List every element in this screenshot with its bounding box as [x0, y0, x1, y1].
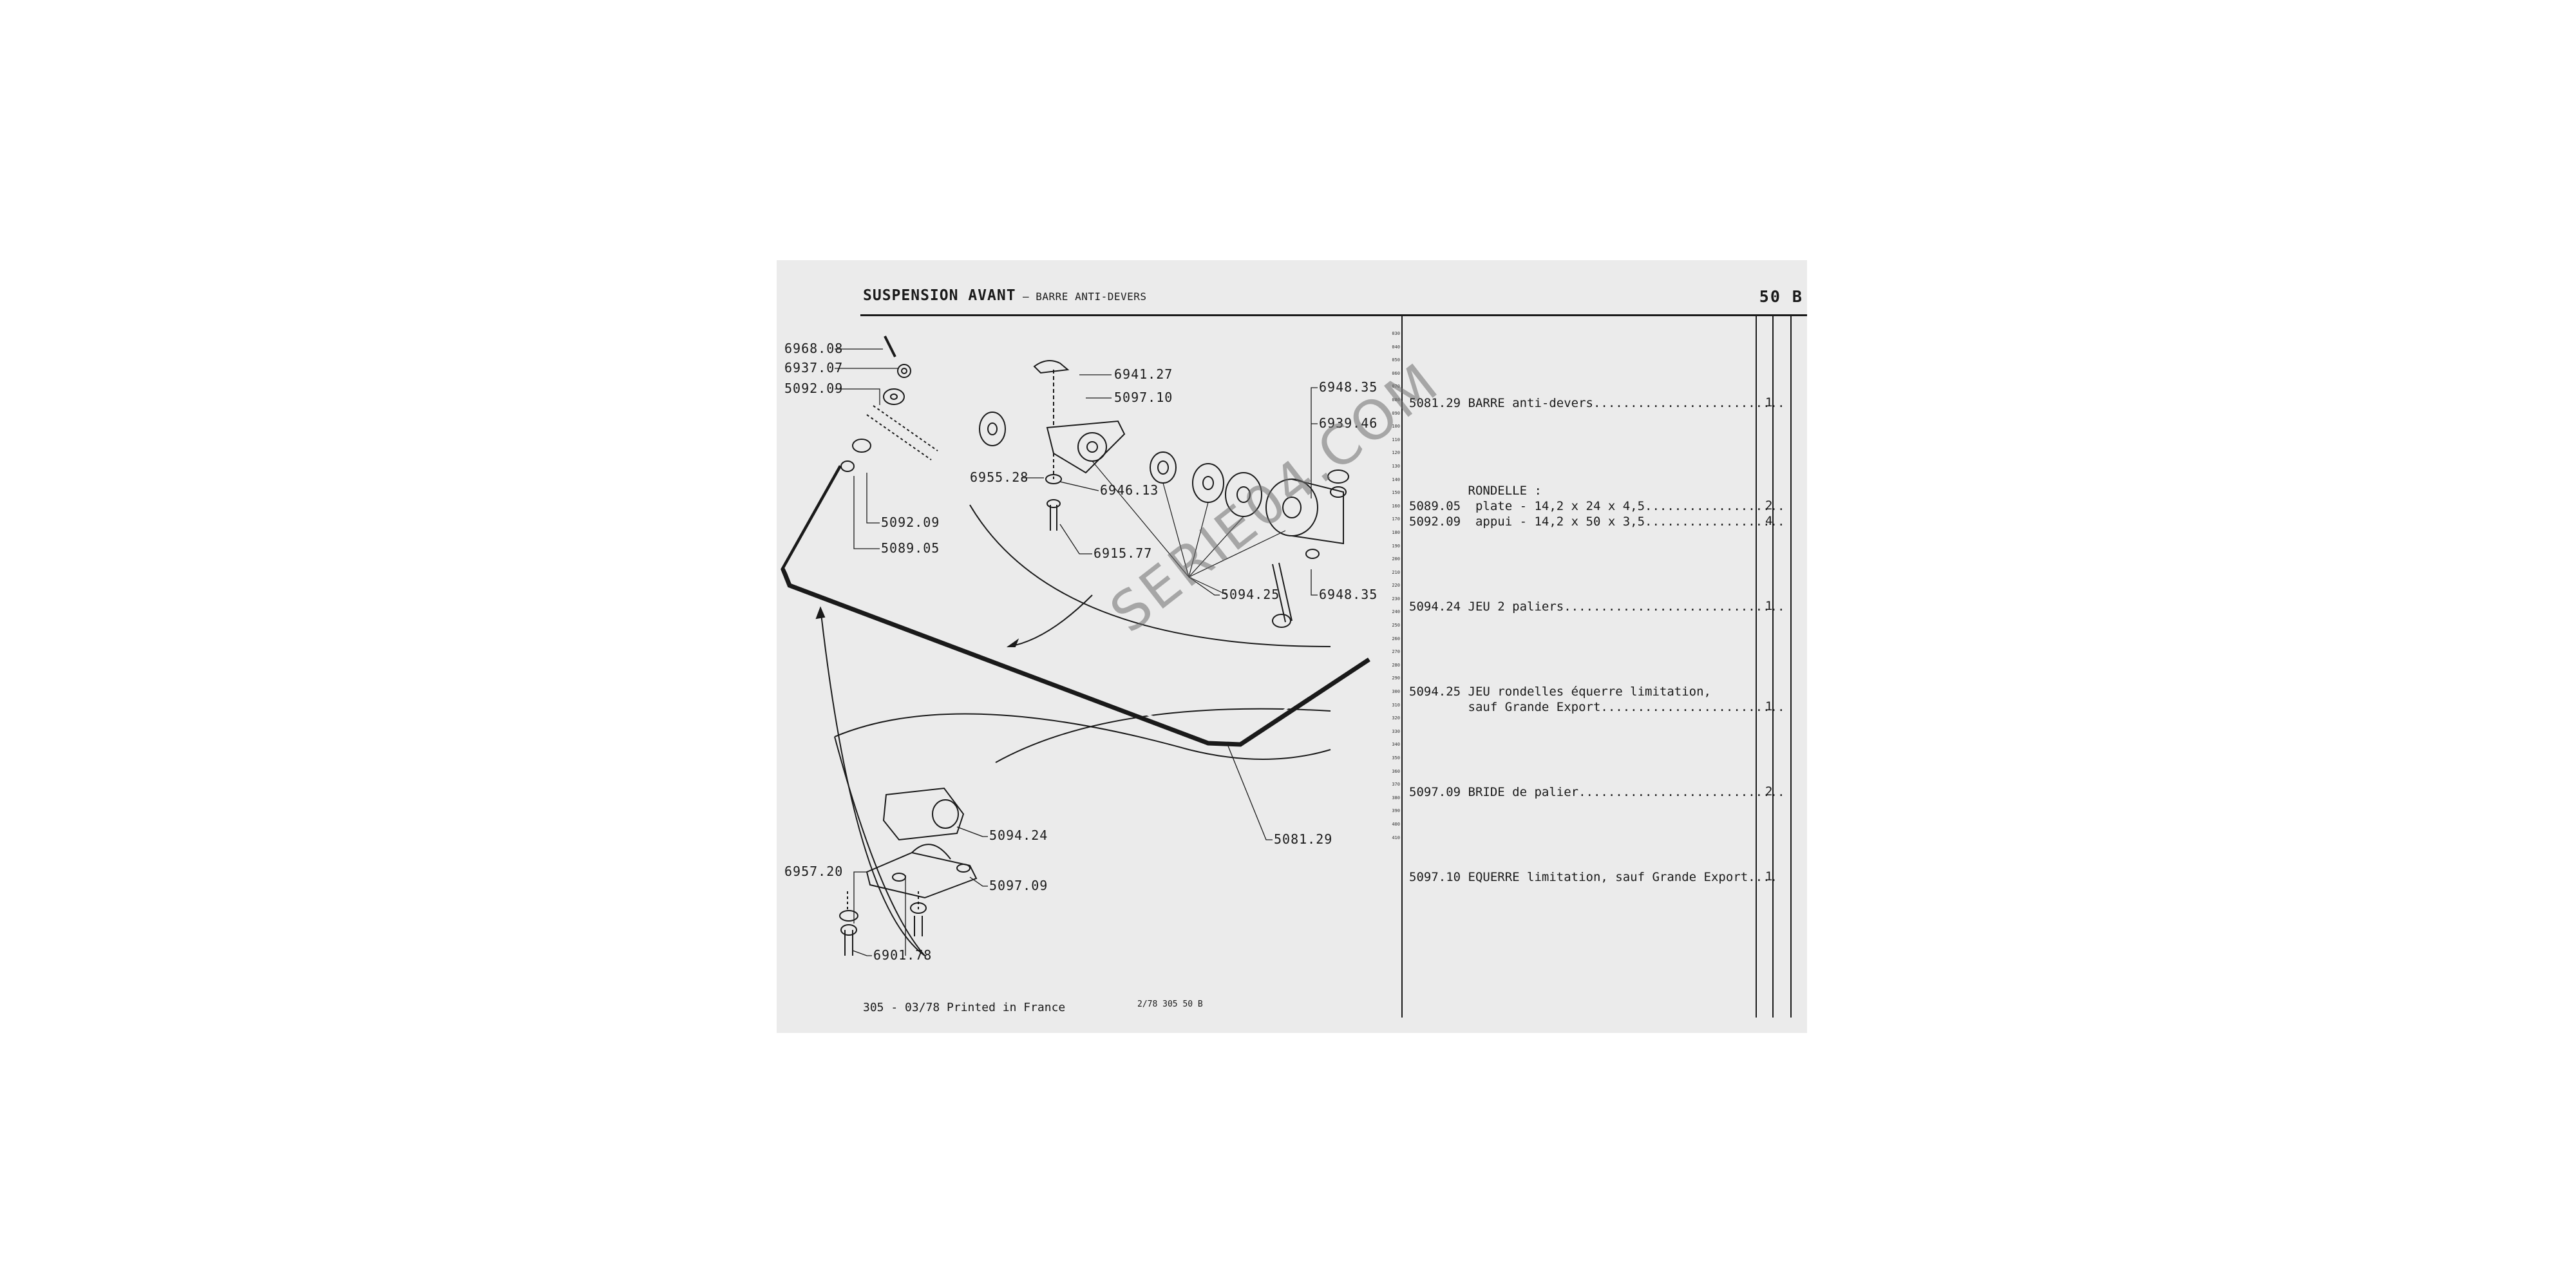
scale-tick: 220 — [1392, 583, 1400, 589]
scale-tick: 160 — [1392, 503, 1400, 509]
part-qty: 1 — [1765, 599, 1773, 613]
part-line: 5094.25 JEU rondelles équerre limitation… — [1409, 685, 1711, 699]
part-line: 5089.05 plate - 14,2 x 24 x 4,5.........… — [1409, 499, 1785, 513]
part-line: sauf Grande Export......................… — [1409, 700, 1785, 714]
scale-tick: 290 — [1392, 676, 1400, 681]
scale-tick: 320 — [1392, 715, 1400, 721]
part-callout-label: 6968.08 — [784, 341, 843, 356]
scale-tick: 260 — [1392, 636, 1400, 641]
page-code: 50 B — [1759, 287, 1803, 306]
part-callout-label: 5097.10 — [1114, 390, 1173, 405]
part-callout-label: 5081.29 — [1274, 831, 1332, 847]
part-callout-label: 6955.28 — [970, 469, 1028, 485]
scale-tick: 330 — [1392, 728, 1400, 734]
column-divider-left — [1401, 316, 1403, 1018]
scale-tick: 050 — [1392, 357, 1400, 363]
part-callout-label: 5089.05 — [881, 540, 940, 556]
part-qty: 2 — [1765, 498, 1773, 513]
scale-tick: 080 — [1392, 397, 1400, 402]
section-title: SUSPENSION AVANT — [863, 287, 1016, 304]
part-callout-label: 5094.25 — [1221, 587, 1280, 602]
part-line: 5081.29 BARRE anti-devers...............… — [1409, 396, 1785, 410]
scale-tick: 400 — [1392, 821, 1400, 827]
scale-tick: 150 — [1392, 490, 1400, 496]
part-line: 5092.09 appui - 14,2 x 50 x 3,5.........… — [1409, 515, 1785, 529]
scale-tick: 360 — [1392, 768, 1400, 774]
part-line: 5097.09 BRIDE de palier.................… — [1409, 785, 1785, 799]
part-line: RONDELLE : — [1409, 484, 1542, 498]
part-callout-label: 6957.20 — [784, 864, 843, 879]
body-outline-curve — [969, 504, 1331, 647]
scale-tick: 200 — [1392, 556, 1400, 562]
scale-tick: 130 — [1392, 463, 1400, 469]
scale-tick: 230 — [1392, 596, 1400, 601]
column-divider-qty-right — [1772, 316, 1774, 1018]
scale-tick: 190 — [1392, 543, 1400, 549]
scale-tick: 380 — [1392, 795, 1400, 800]
part-callout-label: 6948.35 — [1319, 379, 1378, 395]
part-callout-label: 5092.09 — [881, 515, 940, 530]
scale-tick: 240 — [1392, 609, 1400, 615]
exploded-view-drawing: 6968.08 6937.07 5092.09 5092.09 5089.05 6941.… — [781, 336, 1378, 963]
section-subtitle: – BARRE ANTI-DEVERS — [1023, 290, 1147, 303]
part-qty: 1 — [1765, 869, 1773, 884]
part-qty: 4 — [1765, 514, 1773, 528]
scale-tick: 120 — [1392, 450, 1400, 456]
body-outline-curve — [834, 713, 1331, 760]
drawing-reference: 2/78 305 50 B — [1137, 999, 1203, 1009]
header-rule — [860, 314, 1807, 316]
catalog-page: SUSPENSION AVANT – BARRE ANTI-DEVERS 50 … — [777, 260, 1807, 1033]
part-callout-label: 5097.09 — [989, 878, 1048, 893]
scale-tick: 170 — [1392, 516, 1400, 522]
scale-tick: 090 — [1392, 410, 1400, 416]
part-callout-label: 5094.24 — [989, 828, 1048, 843]
part-callout-label: 6941.27 — [1114, 366, 1173, 382]
scale-tick: 100 — [1392, 424, 1400, 430]
scale-tick: 310 — [1392, 702, 1400, 708]
position-scale: 030 040 050 060 070 080 090 100 110 120 130 140 150 1… — [1387, 331, 1400, 949]
column-divider-right — [1790, 316, 1792, 1018]
anti-roll-bar-highlight — [784, 464, 1368, 741]
scale-tick: 270 — [1392, 649, 1400, 655]
footer-print-info: 305 - 03/78 Printed in France — [863, 1001, 1066, 1014]
scale-tick: 350 — [1392, 755, 1400, 761]
part-callout-label: 6915.77 — [1094, 545, 1152, 561]
part-callout-label: 6937.07 — [784, 360, 843, 375]
part-line: 5097.10 EQUERRE limitation, sauf Grande … — [1409, 870, 1777, 884]
scale-tick: 280 — [1392, 662, 1400, 668]
scale-tick: 070 — [1392, 384, 1400, 390]
scale-tick: 250 — [1392, 623, 1400, 629]
part-qty: 2 — [1765, 784, 1773, 799]
part-callout-label: 5092.09 — [784, 381, 843, 396]
anti-roll-bar — [781, 465, 1370, 747]
part-callout-label: 6946.13 — [1100, 482, 1159, 498]
scale-tick: 210 — [1392, 569, 1400, 575]
scale-tick: 060 — [1392, 370, 1400, 376]
part-callout-label: 6901.78 — [873, 947, 932, 963]
scale-tick: 300 — [1392, 689, 1400, 695]
scale-tick: 030 — [1392, 331, 1400, 336]
part-qty: 1 — [1765, 395, 1773, 410]
scale-tick: 390 — [1392, 808, 1400, 814]
scale-tick: 040 — [1392, 344, 1400, 350]
column-divider-qty-left — [1756, 316, 1757, 1018]
scale-tick: 370 — [1392, 782, 1400, 788]
scale-tick: 180 — [1392, 529, 1400, 535]
part-line: 5094.24 JEU 2 paliers...................… — [1409, 600, 1785, 614]
scale-tick: 110 — [1392, 437, 1400, 442]
part-callout-label: 6948.35 — [1319, 587, 1378, 602]
scale-tick: 140 — [1392, 477, 1400, 482]
part-callout-label: 6939.46 — [1319, 415, 1378, 431]
scale-tick: 340 — [1392, 742, 1400, 748]
scale-tick: 410 — [1392, 835, 1400, 840]
body-outline-curve — [834, 736, 925, 956]
part-qty: 1 — [1765, 699, 1773, 714]
